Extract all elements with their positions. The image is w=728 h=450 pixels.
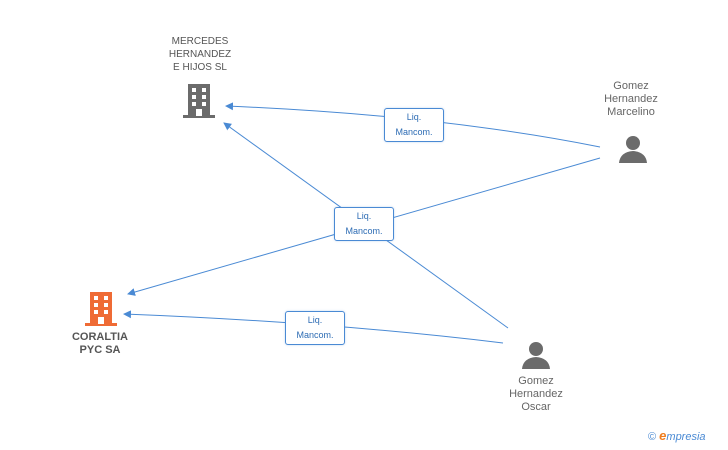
building-icon[interactable] <box>85 292 117 326</box>
edge-label-central: Liq. Mancom. <box>334 207 394 241</box>
edge-label-oscar-coraltia: Liq. Mancom. <box>285 311 345 345</box>
marcelino-label: Gomez Hernandez Marcelino <box>604 80 658 118</box>
person-icon[interactable] <box>618 134 648 164</box>
copyright-symbol: © <box>648 431 657 443</box>
oscar-label: Gomez Hernandez Oscar <box>509 375 563 413</box>
brand-name: mpresia <box>666 431 706 443</box>
building-icon[interactable] <box>183 84 215 118</box>
person-icon[interactable] <box>521 340 551 370</box>
coraltia-label: CORALTIA PYC SA <box>71 331 128 356</box>
empresia-logo: © empresia <box>648 428 706 443</box>
brand-initial: e <box>659 428 667 443</box>
edge-label-marcelino-mercedes: Liq. Mancom. <box>384 108 444 142</box>
mercedes-label: MERCEDES HERNANDEZ E HIJOS SL <box>168 36 232 73</box>
